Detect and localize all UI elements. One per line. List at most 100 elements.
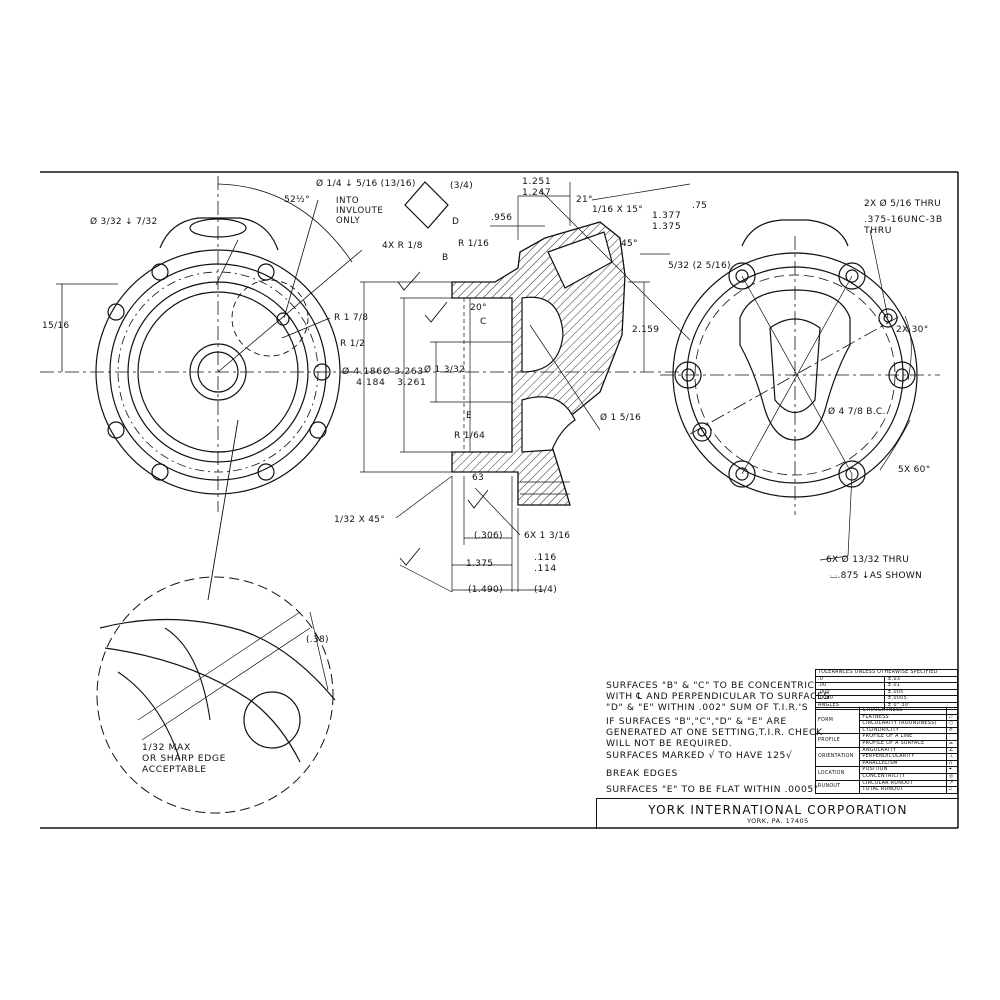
surface-e: E: [466, 411, 472, 421]
dim-d1-4: Ø 1/4 ↓ 5/16 (13/16): [316, 179, 416, 189]
right-view: [660, 219, 940, 561]
bolt-holes-left: [107, 263, 331, 481]
dim-bc: Ø 4 7/8 B.C.: [828, 407, 886, 417]
gdt-name: CIRCULAR RUNOUT: [859, 779, 947, 788]
dim-d75: .75: [692, 201, 708, 211]
gdt-name: CYLINDRICITY: [859, 726, 947, 735]
gdt-symbol: ◎: [945, 772, 959, 781]
dim-max-note: 1/32 MAX OR SHARP EDGE ACCEPTABLE: [142, 742, 227, 775]
dim-ang-2x: 2X 30°: [896, 325, 929, 335]
left-front-view: [40, 176, 449, 601]
gdt-group: ORIENTATION: [814, 746, 861, 768]
gdt-name: POSITION: [859, 766, 947, 774]
note-break-edges: BREAK EDGES: [606, 768, 678, 779]
dim-r-half: R 1/2: [340, 339, 366, 349]
dim-d-qtr: (1/4): [534, 585, 558, 595]
dim-a21: 21°: [576, 195, 593, 205]
note-surface-finish: SURFACES MARKED √ TO HAVE 125√: [606, 750, 793, 761]
gdt-name: PROFILE OF A SURFACE: [859, 739, 947, 748]
dim-thru-2x: 2X Ø 5/16 THRU: [864, 199, 942, 209]
tol-cell: .0: [814, 675, 886, 684]
title-block: YORK INTERNATIONAL CORPORATION YORK, PA.…: [596, 798, 959, 829]
section-view: [340, 182, 691, 593]
dim-h15-16: 15/16: [42, 321, 70, 331]
gdt-symbol: ⌭: [945, 726, 959, 735]
dim-x45: 1/32 X 45°: [334, 515, 386, 525]
dim-r4x: 4X R 1/8: [382, 241, 423, 251]
dim-d38: (.38): [306, 635, 329, 645]
dim-counterbore: ⌴.875 ↓AS SHOWN: [830, 571, 923, 581]
gdt-name: CIRCULARITY (ROUNDNESS): [859, 720, 947, 728]
dim-r1-16: R 1/16: [458, 239, 490, 249]
gdt-symbol: ⊥: [945, 753, 959, 761]
gdt-name: FLATNESS: [859, 713, 947, 722]
gdt-group: LOCATION: [814, 766, 861, 781]
tol-cell: .000: [814, 688, 886, 697]
note-concentric: SURFACES "B" & "C" TO BE CONCENTRIC WITH…: [606, 680, 830, 713]
dim-d6x: 6X 1 3/16: [524, 531, 571, 541]
tolerance-header: TOLERANCES UNLESS OTHERWISE SPECIFIED: [815, 669, 958, 677]
gdt-group: PROFILE: [814, 733, 861, 748]
gdt-name: TOTAL RUNOUT: [859, 786, 947, 794]
surface-b: B: [442, 253, 449, 263]
dim-v63: 63: [472, 473, 485, 483]
gdt-symbol: ⌒: [945, 733, 959, 741]
gdt-symbol: //: [945, 759, 959, 768]
dim-a20: 20°: [470, 303, 487, 313]
dim-d956: .956: [491, 213, 513, 223]
dim-a45: 45°: [621, 239, 638, 249]
gdt-name: PROFILE OF A LINE: [859, 733, 947, 741]
dim-d3263: Ø 3.263 3.261: [383, 366, 427, 388]
dim-unc: .375-16UNC-3B THRU: [864, 214, 943, 236]
dim-x15: 1/16 X 15°: [592, 205, 644, 215]
dim-r1-7-8: R 1 7/8: [334, 313, 369, 323]
tol-cell: .00: [814, 682, 886, 690]
surface-c: C: [480, 317, 487, 327]
tol-cell: ±.03: [884, 675, 958, 684]
dim-d1375: 1.375: [466, 559, 494, 569]
gdt-name: CONCENTRICITY: [859, 772, 947, 781]
dim-angle-52: 52½°: [284, 195, 310, 205]
detail-view: [96, 576, 336, 814]
dim-involute-note: INTO INVLOUTE ONLY: [336, 196, 384, 226]
gdt-group: RUNOUT: [814, 779, 861, 794]
dim-d1251: 1.251 1.247: [522, 176, 552, 198]
tolerance-table: TOLERANCES UNLESS OTHERWISE SPECIFIED .0…: [814, 669, 958, 710]
frame: [40, 171, 959, 829]
tol-cell: ±.005: [884, 688, 958, 697]
gdt-symbol: ∠: [945, 746, 959, 755]
dim-r1-64: R 1/64: [454, 431, 486, 441]
company-address: YORK, PA. 17405: [747, 817, 809, 825]
tol-cell: .0000: [814, 695, 886, 703]
dim-d116: .116 .114: [534, 552, 557, 574]
dim-d3-32: Ø 3/32 ↓ 7/32: [90, 217, 158, 227]
gdt-symbol: ▱: [945, 713, 959, 722]
gdt-name: STRAIGHTNESS: [859, 707, 947, 715]
dim-d1490: (1.490): [468, 585, 503, 595]
dim-d1377: 1.377 1.375: [652, 210, 682, 232]
dim-d1-5-16: Ø 1 5/16: [600, 413, 642, 423]
tol-cell: ±.0005: [884, 695, 958, 703]
dim-d306: (.306): [474, 531, 503, 541]
dim-d4186: Ø 4.186 4.184: [342, 366, 386, 388]
tol-cell: ±.01: [884, 682, 958, 690]
gdt-symbol: ⌓: [945, 739, 959, 748]
gdt-group: FORM: [814, 706, 861, 735]
gdt-name: PERPENDICULARITY: [859, 753, 947, 761]
gdt-symbol: —: [945, 707, 959, 715]
dim-thru-6x: 6X Ø 13/32 THRU: [826, 555, 910, 565]
note-flatness: SURFACES "E" TO BE FLAT WITHIN .0005": [606, 784, 819, 795]
surface-d: D: [452, 217, 460, 227]
dim-d2159: 2.159: [632, 325, 660, 335]
dim-ang-5x: 5X 60°: [898, 465, 931, 475]
gdt-name: ANGULARITY: [859, 746, 947, 755]
note-one-setting: IF SURFACES "B","C","D" & "E" ARE GENERA…: [606, 716, 823, 749]
dim-d5-32: 5/32 (2 5/16): [668, 261, 731, 271]
dim-d3-4: (3/4): [450, 181, 474, 191]
gdt-symbol: ⌖: [945, 766, 959, 774]
company-name: YORK INTERNATIONAL CORPORATION: [648, 803, 908, 817]
gdt-symbol: ○: [945, 720, 959, 728]
gdt-symbol: ↗: [945, 779, 959, 788]
